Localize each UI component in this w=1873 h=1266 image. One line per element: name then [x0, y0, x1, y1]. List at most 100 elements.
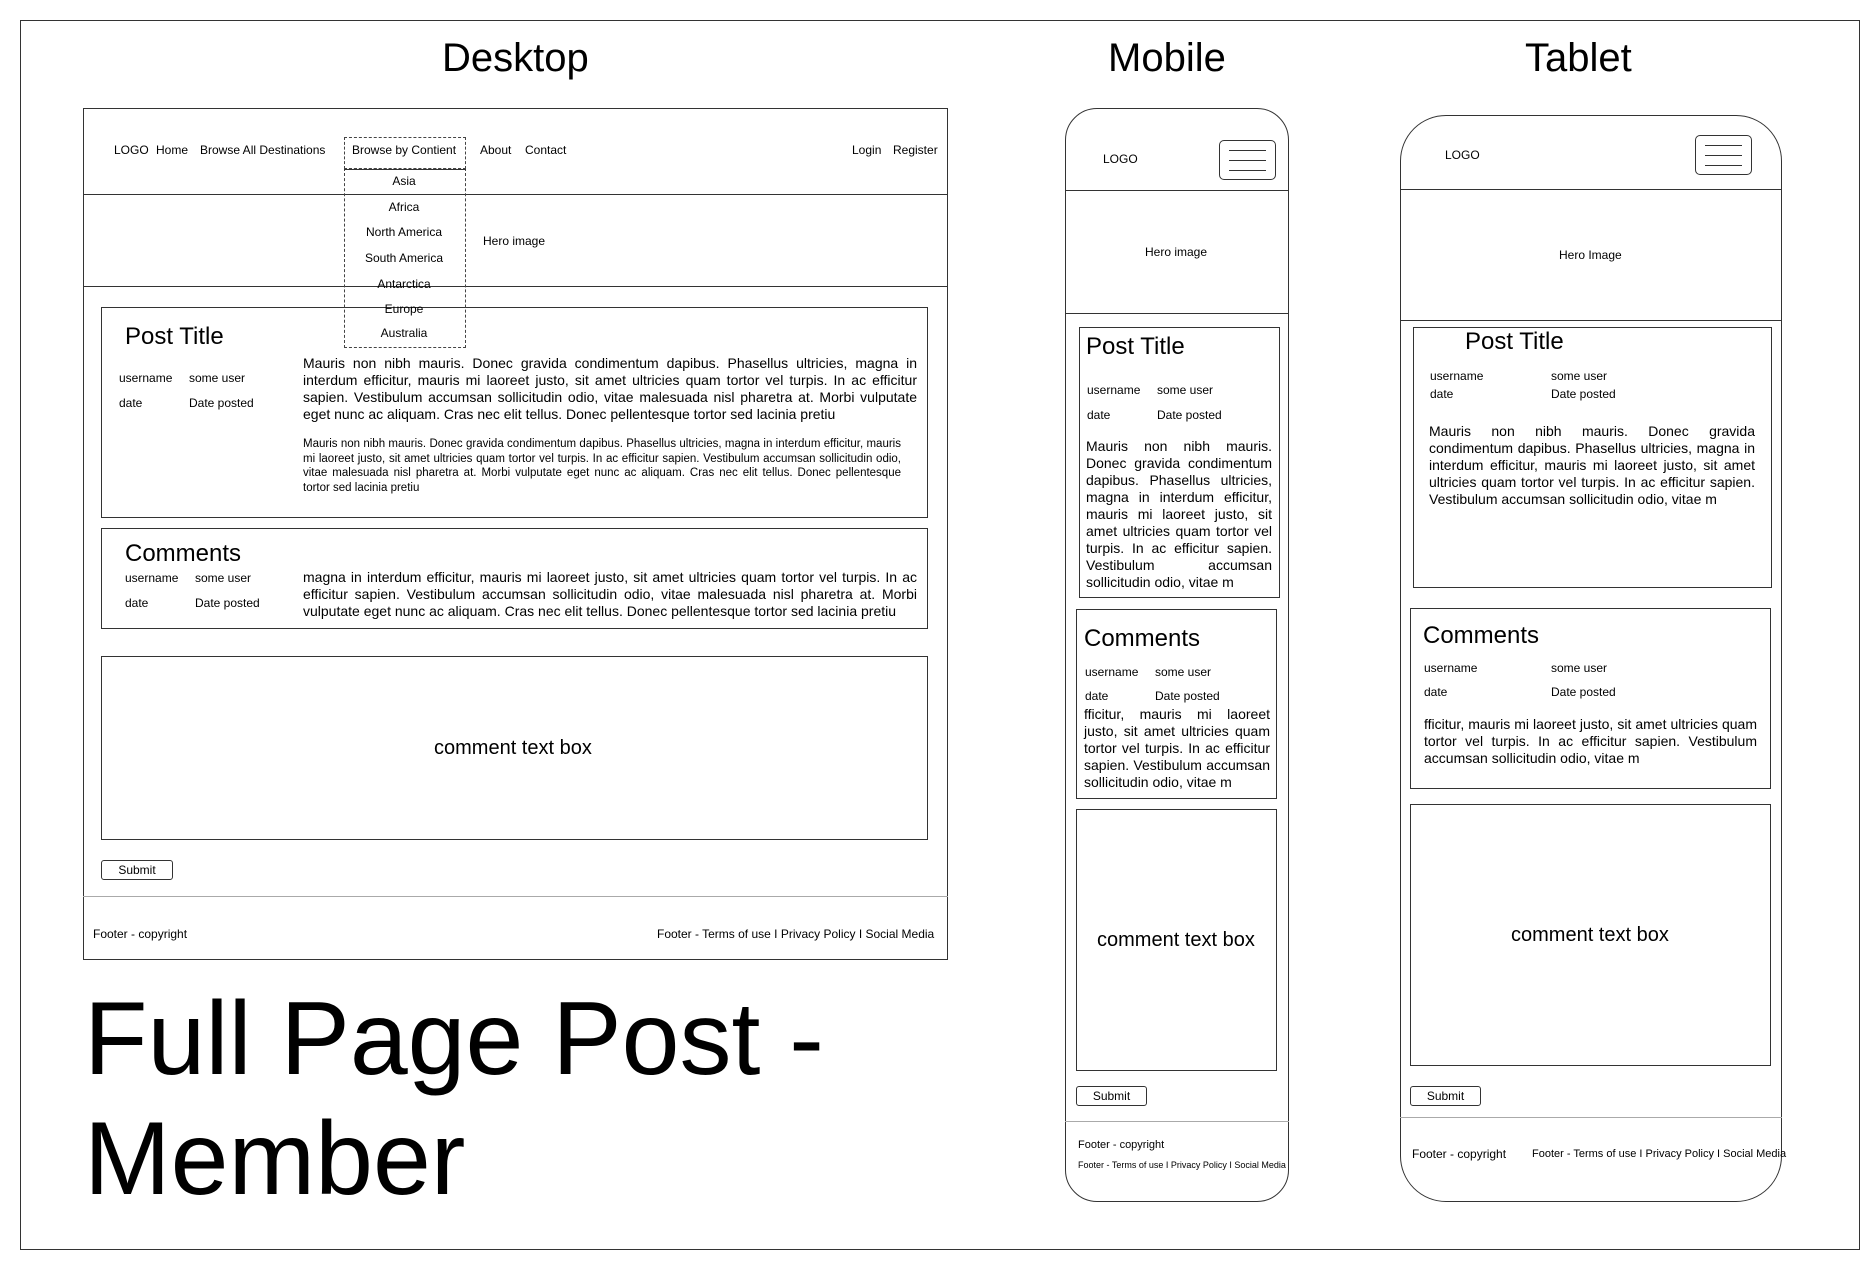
- heading-tablet: Tablet: [1525, 36, 1632, 80]
- desktop-comments-date-value: Date posted: [195, 596, 260, 610]
- tablet-comments-date-label: date: [1424, 685, 1448, 699]
- mobile-submit-button[interactable]: Submit: [1076, 1086, 1147, 1106]
- desktop-post-username-label: username: [119, 371, 173, 385]
- mobile-post-username-label: username: [1087, 383, 1141, 397]
- desktop-hero-divider: [83, 286, 948, 287]
- desktop-submit-button[interactable]: Submit: [101, 860, 173, 880]
- desktop-comments-title: Comments: [125, 540, 242, 567]
- tablet-post-username-value: some user: [1551, 369, 1608, 383]
- dropdown-item-africa[interactable]: Africa: [388, 200, 420, 214]
- desktop-dropdown-divider: [344, 169, 466, 170]
- tablet-comments-username-value: some user: [1551, 661, 1608, 675]
- desktop-nav-browse-continent[interactable]: Browse by Contient: [352, 143, 457, 157]
- heading-desktop: Desktop: [442, 36, 589, 80]
- heading-mobile: Mobile: [1108, 36, 1226, 80]
- page-title-line-2: Member: [84, 1101, 466, 1217]
- tablet-submit-button[interactable]: Submit: [1410, 1086, 1481, 1106]
- tablet-footer-divider: [1400, 1117, 1782, 1118]
- tablet-comments-username-label: username: [1424, 661, 1478, 675]
- tablet-hero-divider: [1400, 320, 1782, 321]
- desktop-frame: [83, 108, 948, 960]
- desktop-post-paragraph-2: Mauris non nibh mauris. Donec gravida co…: [303, 438, 901, 494]
- mobile-logo[interactable]: LOGO: [1103, 152, 1138, 166]
- desktop-comments-username-value: some user: [195, 571, 252, 585]
- mobile-hamburger-icon[interactable]: [1219, 140, 1276, 180]
- desktop-post-date-value: Date posted: [189, 396, 254, 410]
- desktop-nav-divider: [83, 194, 948, 195]
- dropdown-item-asia[interactable]: Asia: [392, 174, 416, 188]
- desktop-nav-browse-all[interactable]: Browse All Destinations: [200, 143, 326, 157]
- mobile-header-divider: [1065, 190, 1289, 191]
- mobile-post-paragraph: Mauris non nibh mauris. Donec gravida co…: [1086, 438, 1272, 590]
- dropdown-item-south-america[interactable]: South America: [364, 251, 444, 265]
- page-title-line-1: Full Page Post -: [84, 981, 824, 1097]
- desktop-comments-date-label: date: [125, 596, 149, 610]
- mobile-comments-username-value: some user: [1155, 665, 1212, 679]
- tablet-comments-title: Comments: [1423, 622, 1540, 649]
- mobile-comments-text: fficitur, mauris mi laoreet justo, sit a…: [1084, 706, 1270, 790]
- tablet-hero-image: Hero Image: [1559, 248, 1622, 262]
- dropdown-item-australia[interactable]: Australia: [380, 326, 428, 340]
- desktop-post-username-value: some user: [189, 371, 246, 385]
- tablet-post-date-value: Date posted: [1551, 387, 1616, 401]
- mobile-comments-username-label: username: [1085, 665, 1139, 679]
- desktop-comments-username-label: username: [125, 571, 179, 585]
- mobile-footer-links[interactable]: Footer - Terms of use I Privacy Policy I…: [1078, 1160, 1286, 1170]
- mobile-post-box: [1079, 327, 1280, 598]
- tablet-comments-box: [1410, 608, 1771, 789]
- mobile-comment-textbox-label: comment text box: [1097, 929, 1255, 951]
- mobile-hero-divider: [1065, 313, 1289, 314]
- outer-frame: [20, 20, 1860, 1250]
- tablet-post-date-label: date: [1430, 387, 1454, 401]
- tablet-post-box: [1413, 327, 1772, 588]
- mobile-footer-copyright: Footer - copyright: [1078, 1139, 1165, 1151]
- desktop-nav-home[interactable]: Home: [156, 143, 189, 157]
- desktop-comment-textbox-label: comment text box: [434, 737, 592, 759]
- dropdown-item-antarctica[interactable]: Antarctica: [377, 277, 431, 291]
- tablet-comment-textbox[interactable]: [1410, 804, 1771, 1066]
- mobile-post-date-value: Date posted: [1157, 408, 1222, 422]
- desktop-post-box: [101, 307, 928, 518]
- desktop-comments-box: [101, 528, 928, 629]
- tablet-comment-textbox-label: comment text box: [1511, 924, 1669, 946]
- desktop-nav-login[interactable]: Login: [852, 143, 882, 157]
- tablet-frame: [1400, 115, 1782, 1202]
- dropdown-item-north-america[interactable]: North America: [365, 225, 443, 239]
- mobile-comments-box: [1076, 609, 1277, 799]
- mobile-comments-date-value: Date posted: [1155, 689, 1220, 703]
- dropdown-item-europe[interactable]: Europe: [384, 302, 424, 316]
- tablet-footer-copyright: Footer - copyright: [1412, 1147, 1507, 1161]
- mobile-frame: [1065, 108, 1289, 1202]
- tablet-post-username-label: username: [1430, 369, 1484, 383]
- desktop-nav-about[interactable]: About: [480, 143, 512, 157]
- mobile-footer-divider: [1065, 1121, 1289, 1122]
- desktop-nav-register[interactable]: Register: [893, 143, 938, 157]
- mobile-comments-title: Comments: [1084, 625, 1201, 652]
- desktop-logo[interactable]: LOGO: [114, 143, 149, 157]
- desktop-comment-textbox[interactable]: [101, 656, 928, 840]
- desktop-post-paragraph-1: Mauris non nibh mauris. Donec gravida co…: [303, 355, 917, 422]
- desktop-nav-contact[interactable]: Contact: [525, 143, 567, 157]
- tablet-header-divider: [1400, 189, 1782, 190]
- mobile-post-date-label: date: [1087, 408, 1111, 422]
- mobile-post-title: Post Title: [1086, 333, 1185, 360]
- mobile-comments-date-label: date: [1085, 689, 1109, 703]
- desktop-post-date-label: date: [119, 396, 143, 410]
- desktop-comments-text: magna in interdum efficitur, mauris mi l…: [303, 569, 917, 619]
- desktop-footer-divider: [83, 896, 948, 897]
- desktop-continent-dropdown: [344, 168, 466, 348]
- mobile-post-username-value: some user: [1157, 383, 1214, 397]
- desktop-hero-image: Hero image: [483, 234, 546, 248]
- tablet-post-title: Post Title: [1465, 328, 1564, 355]
- tablet-post-paragraph: Mauris non nibh mauris. Donec gravida co…: [1429, 423, 1755, 507]
- tablet-comments-date-value: Date posted: [1551, 685, 1616, 699]
- tablet-hamburger-icon[interactable]: [1695, 135, 1752, 175]
- tablet-comments-text: fficitur, mauris mi laoreet justo, sit a…: [1424, 716, 1757, 766]
- desktop-footer-copyright: Footer - copyright: [93, 927, 188, 941]
- desktop-post-title: Post Title: [125, 323, 224, 350]
- mobile-hero-image: Hero image: [1145, 245, 1208, 259]
- tablet-footer-links[interactable]: Footer - Terms of use I Privacy Policy I…: [1532, 1148, 1787, 1160]
- tablet-logo[interactable]: LOGO: [1445, 148, 1480, 162]
- mobile-comment-textbox[interactable]: [1076, 809, 1277, 1071]
- desktop-footer-links[interactable]: Footer - Terms of use I Privacy Policy I…: [657, 927, 935, 941]
